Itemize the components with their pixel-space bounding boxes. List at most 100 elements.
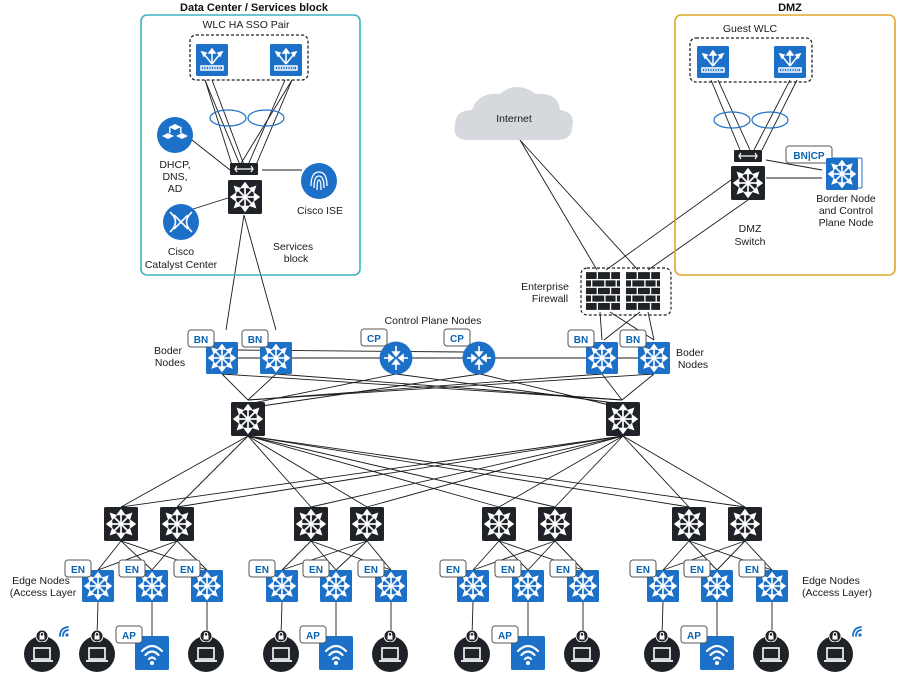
distribution-switch-icon [160,507,194,541]
cp-tag [443,328,471,347]
wlc-ha-label: WLC HA SSO Pair [203,19,290,31]
bn-tag-text: BN [574,335,588,346]
link-line [97,540,122,571]
firewall-group [580,267,672,316]
internet-cloud-icon [454,87,573,140]
link-line [688,540,718,571]
guest-wlc-label: Guest WLC [723,23,778,35]
firewall-label-1: Enterprise [521,281,569,293]
lock-icon [275,630,287,642]
services-label-1: Services [273,241,313,253]
link-line [247,435,312,508]
border-control-label-2: and Control [819,205,873,217]
bn-tag [241,329,269,348]
distribution-switch-icon [350,507,384,541]
distribution-switch-icon [672,507,706,541]
en-tag-text: EN [180,565,194,576]
lock-icon [384,630,396,642]
firewall-label-2: Firewall [532,293,568,305]
lock-icon [36,630,48,642]
distribution-switch-icon [294,507,328,541]
wifi-signal-icon [852,626,863,638]
link-line [247,435,368,508]
wifi-signal-icon [59,626,70,638]
edge-left-label-2: (Access Layer [10,587,77,599]
en-tag [439,559,467,578]
en-tag [549,559,577,578]
lock-icon [466,630,478,642]
services-switch-icon [228,180,262,214]
wlc-icon [774,46,806,78]
link-line [281,540,312,571]
border-control-node-icon [826,158,858,190]
services-label-2: block [284,253,309,265]
cp-tag-text: CP [450,334,464,345]
en-tag [302,559,330,578]
link-line [366,540,392,571]
border-left-label-2: Nodes [155,357,185,369]
ap-tag-text: AP [306,631,320,642]
ap-tag [115,625,143,644]
border-right-label-1: Boder [676,347,705,359]
catalyst-center-icon [163,204,199,240]
en-tag [118,559,146,578]
link-line [281,540,368,571]
link-line [662,540,746,571]
link-line [498,435,624,508]
ap-tag [680,625,708,644]
distribution-switch-icon [104,507,138,541]
link-line [310,540,337,571]
en-tag-text: EN [556,565,570,576]
wlc-icon [697,46,729,78]
link-line [120,540,153,571]
en-tag [494,559,522,578]
link-line [622,435,690,508]
link-line [554,540,584,571]
dhcp-label-3: AD [168,183,183,195]
edge-right-label-1: Edge Nodes [802,575,860,587]
dhcp-label-1: DHCP, [159,159,190,171]
link-line [247,435,746,508]
en-tag-text: EN [690,565,704,576]
connection-lines [96,79,823,637]
datacenter-title: Data Center / Services block [180,2,329,14]
en-tag-text: EN [125,565,139,576]
bn-tag-text: BN [194,335,208,346]
bn-tag [619,329,647,348]
spine-switch-icon [231,402,265,436]
distribution-switch-icon [728,507,762,541]
link-line [498,540,529,571]
bn-tag [187,329,215,348]
wlc-ha-group [189,34,309,81]
lock-icon [91,630,103,642]
ap-tag-text: AP [498,631,512,642]
link-line [247,435,500,508]
bn-cp-tag-text: BN|CP [793,151,824,162]
border-control-label-1: Border Node [816,193,876,205]
internet-label: Internet [496,113,532,125]
dmz-block [674,14,896,276]
link-bundle-icon [713,111,751,129]
distribution-switch-icon [482,507,516,541]
guest-wlc-group [689,37,813,83]
en-tag [173,559,201,578]
ap-tag [491,625,519,644]
link-line [97,540,178,571]
en-tag [64,559,92,578]
ise-label: Cisco ISE [297,205,343,217]
link-line [472,540,500,571]
cisco-ise-icon [301,163,337,199]
link-bundle-icon [209,109,247,127]
ap-tag [299,625,327,644]
lock-icon [200,630,212,642]
datacenter-block [140,14,361,276]
en-tag [248,559,276,578]
lock-icon [829,630,841,642]
control-plane-label: Control Plane Nodes [385,315,482,327]
link-line [176,435,249,508]
edge-left-label-1: Edge Nodes [12,575,70,587]
lock-icon [765,630,777,642]
dmz-switch-label-2: Switch [735,236,766,248]
bn-tag-text: BN [626,335,640,346]
catalyst-label-1: Cisco [168,246,194,258]
